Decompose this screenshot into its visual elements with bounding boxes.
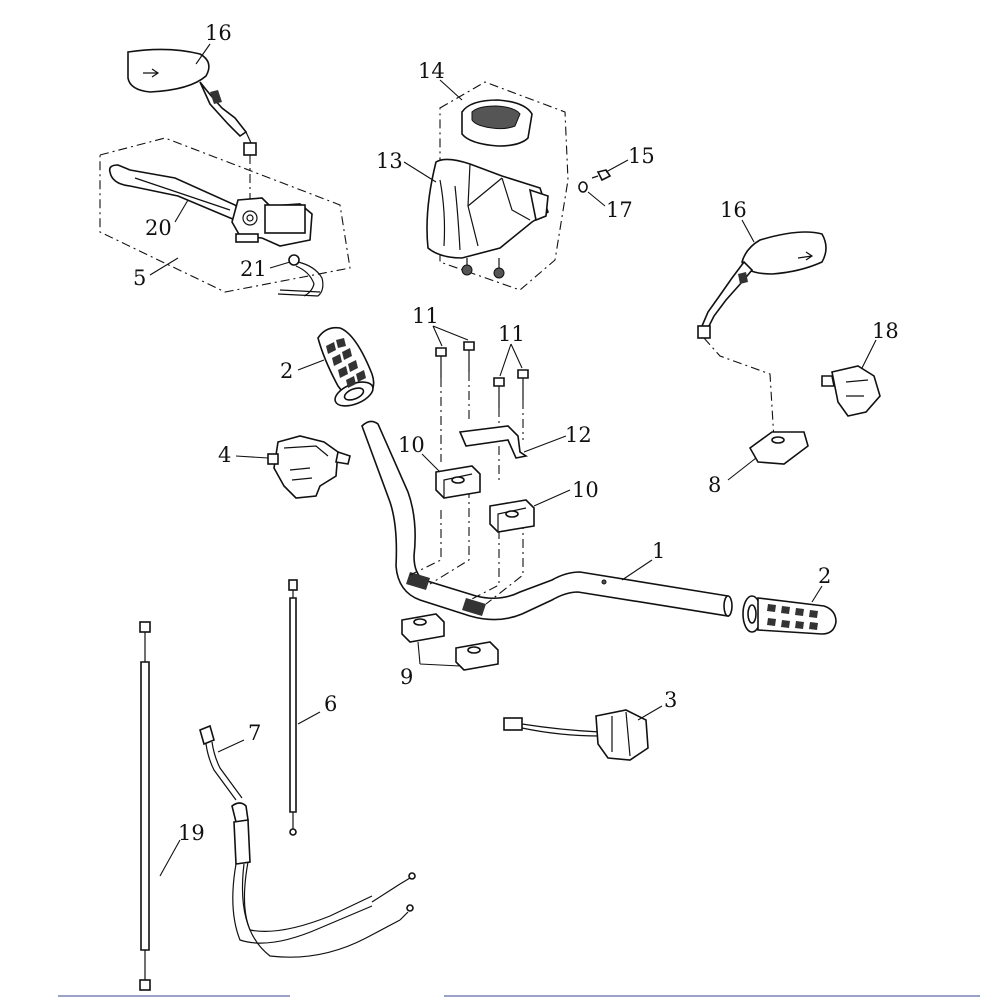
right-mirror xyxy=(697,231,827,441)
callout-17: 17 xyxy=(606,198,633,222)
leader-3 xyxy=(637,705,663,721)
lower-holder-right xyxy=(455,641,499,671)
leader-2-right xyxy=(811,585,823,603)
right-mirror-mount xyxy=(748,431,809,465)
leader-15 xyxy=(605,159,629,173)
brake-lever-assembly xyxy=(108,164,313,247)
leader-13 xyxy=(403,161,437,183)
leader-1 xyxy=(621,559,653,581)
callout-11-right: 11 xyxy=(498,322,525,346)
leader-7 xyxy=(217,739,245,753)
leader-5 xyxy=(149,257,179,276)
callout-19: 19 xyxy=(178,821,205,845)
leader-6 xyxy=(297,711,321,725)
callout-7: 7 xyxy=(248,721,261,745)
callout-15: 15 xyxy=(628,144,655,168)
leader-14 xyxy=(439,79,463,101)
callout-21: 21 xyxy=(240,257,267,281)
leader-16-right xyxy=(741,219,755,243)
leader-11-right xyxy=(499,343,523,377)
callout-10-right: 10 xyxy=(572,478,599,502)
cable-7 xyxy=(199,724,416,958)
leader-12 xyxy=(523,435,567,453)
lower-holder-left xyxy=(401,613,445,643)
callout-11-left: 11 xyxy=(412,304,439,328)
meter-cover xyxy=(461,99,533,147)
upper-holder-right xyxy=(489,499,535,533)
right-grip xyxy=(742,595,837,635)
headlight-cover xyxy=(426,158,549,279)
brake-switch xyxy=(277,254,324,297)
callout-9: 9 xyxy=(400,665,413,689)
leader-11-left xyxy=(432,325,469,347)
leader-17 xyxy=(587,191,606,207)
callout-14: 14 xyxy=(418,59,445,83)
callout-12: 12 xyxy=(565,423,592,447)
leader-21 xyxy=(269,261,291,269)
left-switch-housing xyxy=(267,435,351,499)
leader-10-right xyxy=(533,489,571,507)
callout-6: 6 xyxy=(324,692,337,716)
throttle-housing xyxy=(503,709,649,761)
callout-8: 8 xyxy=(708,473,721,497)
cable-19 xyxy=(139,621,151,991)
leader-20 xyxy=(174,199,189,223)
callout-13: 13 xyxy=(376,149,403,173)
callout-2-left: 2 xyxy=(280,359,293,383)
leader-18 xyxy=(861,339,877,369)
leader-10-left xyxy=(421,453,441,473)
callout-5: 5 xyxy=(133,266,146,290)
callout-1: 1 xyxy=(652,539,665,563)
leader-19 xyxy=(159,839,181,877)
callout-3: 3 xyxy=(664,688,677,712)
handlebar xyxy=(361,420,733,621)
leader-8 xyxy=(727,457,757,481)
callout-4: 4 xyxy=(218,443,231,467)
leader-4 xyxy=(235,455,269,459)
cable-6 xyxy=(288,579,298,836)
callout-20: 20 xyxy=(145,216,172,240)
leader-2-left xyxy=(297,359,325,371)
callout-10-left: 10 xyxy=(398,433,425,457)
callout-18: 18 xyxy=(872,319,899,343)
bracket xyxy=(458,425,529,459)
screw-and-washer xyxy=(578,169,612,193)
callout-16-right: 16 xyxy=(720,198,747,222)
group-outline-front-brake xyxy=(99,137,351,293)
callout-16-left: 16 xyxy=(205,21,232,45)
leader-16-left xyxy=(195,43,211,65)
group-outline-headlight-cover xyxy=(439,81,569,291)
holder-leader xyxy=(417,641,461,667)
callout-2-right: 2 xyxy=(818,564,831,588)
left-grip xyxy=(317,326,375,407)
right-switch xyxy=(821,365,881,417)
upper-holder-left xyxy=(435,465,481,499)
bolts xyxy=(409,341,529,605)
